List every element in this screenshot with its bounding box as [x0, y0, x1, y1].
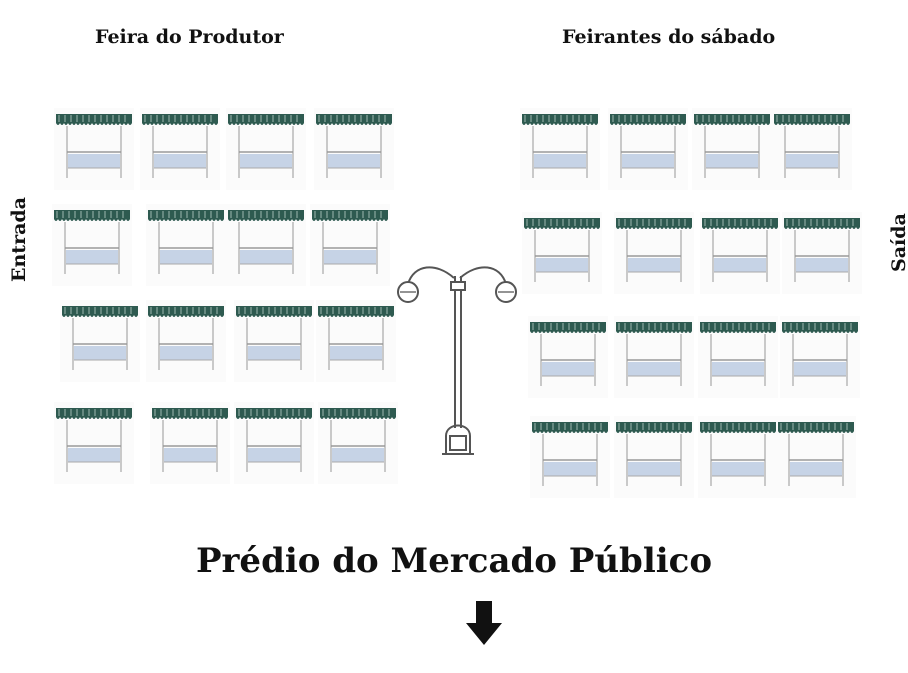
market-stall-icon: [318, 306, 394, 370]
market-stall: [316, 300, 396, 382]
market-stall: [310, 204, 390, 286]
market-stall-icon: [616, 218, 692, 282]
market-building-name: Prédio do Mercado Público: [195, 541, 713, 581]
market-stall-icon: [54, 210, 130, 274]
street-lamp-icon: [397, 266, 517, 455]
market-stall-icon: [616, 322, 692, 386]
right-section-title: Feirantes do sábado: [562, 26, 776, 48]
market-stall-icon: [228, 114, 304, 178]
market-stall-icon: [320, 408, 396, 472]
market-stall: [698, 416, 778, 498]
market-stall-icon: [702, 218, 778, 282]
market-stall-icon: [700, 422, 776, 486]
market-stall-icon: [56, 114, 132, 178]
market-stall: [698, 316, 778, 398]
market-stall-icon: [784, 218, 860, 282]
market-stall-icon: [62, 306, 138, 370]
market-stall-icon: [522, 114, 598, 178]
market-stall: [234, 300, 314, 382]
market-stall: [318, 402, 398, 484]
market-stall: [776, 416, 856, 498]
market-stall-icon: [774, 114, 850, 178]
market-stall: [780, 316, 860, 398]
market-stall: [772, 108, 852, 190]
market-stall: [226, 108, 306, 190]
market-stall-icon: [56, 408, 132, 472]
arrow-down-icon: [466, 601, 502, 645]
market-stall-icon: [228, 210, 304, 274]
market-stall-icon: [700, 322, 776, 386]
market-stall-icon: [610, 114, 686, 178]
market-stall-icon: [152, 408, 228, 472]
market-stall: [146, 300, 226, 382]
market-stall-icon: [524, 218, 600, 282]
market-stall-icon: [782, 322, 858, 386]
market-stall: [614, 316, 694, 398]
market-stall: [614, 416, 694, 498]
market-stall-icon: [236, 408, 312, 472]
exit-label: Saída: [888, 213, 908, 272]
market-stall-icon: [148, 306, 224, 370]
market-stall: [60, 300, 140, 382]
market-stall: [608, 108, 688, 190]
market-stall-icon: [694, 114, 770, 178]
market-stall-icon: [236, 306, 312, 370]
market-stall-icon: [316, 114, 392, 178]
market-stall: [782, 212, 862, 294]
market-stall: [234, 402, 314, 484]
market-stall: [150, 402, 230, 484]
market-stall-icon: [778, 422, 854, 486]
market-stall: [140, 108, 220, 190]
market-stall: [522, 212, 602, 294]
market-stall-icon: [148, 210, 224, 274]
left-section-title: Feira do Produtor: [95, 26, 284, 48]
market-stall: [520, 108, 600, 190]
market-stall: [700, 212, 780, 294]
market-stall-icon: [530, 322, 606, 386]
market-stall: [692, 108, 772, 190]
market-stall-icon: [312, 210, 388, 274]
market-stall-icon: [532, 422, 608, 486]
market-stall: [314, 108, 394, 190]
market-stall-icon: [142, 114, 218, 178]
market-stall: [54, 108, 134, 190]
market-stall: [54, 402, 134, 484]
market-stall-icon: [616, 422, 692, 486]
market-stall: [52, 204, 132, 286]
entrance-label: Entrada: [8, 197, 30, 282]
market-stall: [226, 204, 306, 286]
market-stall: [530, 416, 610, 498]
market-stall: [146, 204, 226, 286]
market-stall: [528, 316, 608, 398]
market-stall: [614, 212, 694, 294]
